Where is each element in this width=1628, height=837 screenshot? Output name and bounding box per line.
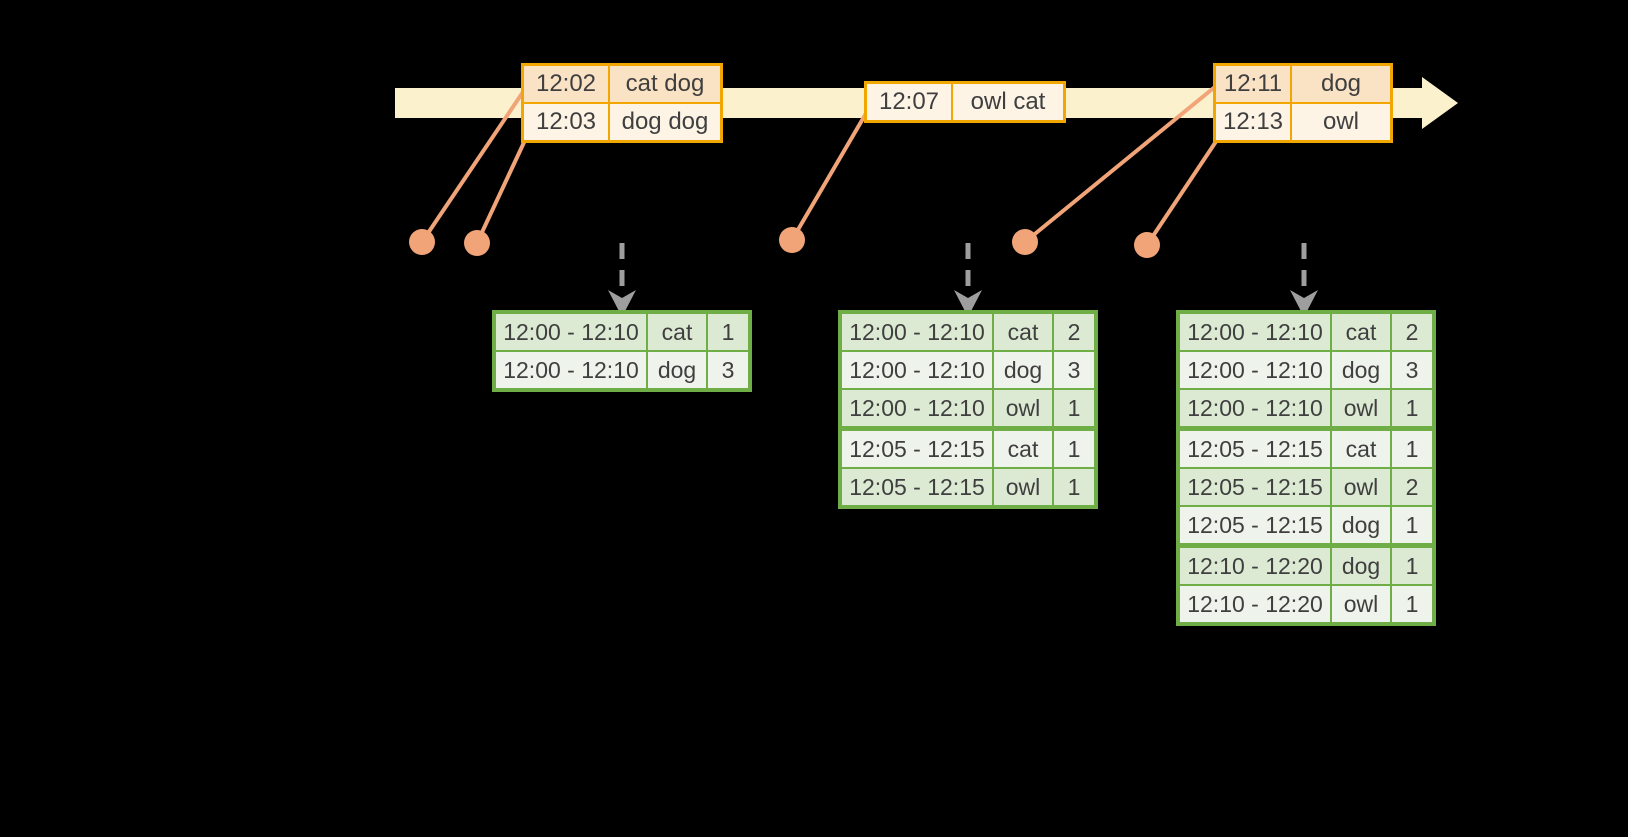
event-box-1: 12:02 cat dog 12:03 dog dog — [521, 63, 723, 143]
count-cell: 1 — [1392, 431, 1432, 467]
window-cell: 12:00 - 12:10 — [842, 390, 992, 426]
event-words: cat dog — [610, 66, 720, 102]
word-cell: dog — [994, 352, 1052, 388]
event-time: 12:07 — [867, 84, 951, 120]
count-cell: 1 — [1392, 548, 1432, 584]
count-cell: 2 — [1392, 469, 1432, 505]
word-cell: owl — [994, 469, 1052, 505]
connector-line — [1023, 84, 1218, 244]
window-cell: 12:00 - 12:10 — [842, 352, 992, 388]
word-cell: owl — [1332, 469, 1390, 505]
table-row: 12:05 - 12:15 cat 1 — [842, 431, 1094, 467]
count-cell: 2 — [1054, 314, 1094, 350]
connector-line — [790, 108, 870, 242]
event-time: 12:11 — [1216, 66, 1290, 102]
count-cell: 1 — [1054, 431, 1094, 467]
event-words: dog dog — [610, 104, 720, 140]
event-dot — [1012, 229, 1038, 255]
count-cell: 2 — [1392, 314, 1432, 350]
window-cell: 12:00 - 12:10 — [1180, 314, 1330, 350]
word-cell: dog — [648, 352, 706, 388]
word-cell: dog — [1332, 507, 1390, 543]
table-row: 12:05 - 12:15 owl 1 — [842, 469, 1094, 505]
table-row: 12:00 - 12:10 dog 3 — [842, 352, 1094, 388]
table-row: 12:00 - 12:10 dog 3 — [496, 352, 748, 388]
count-cell: 3 — [1054, 352, 1094, 388]
event-dot — [1134, 232, 1160, 258]
table-row: 12:00 - 12:10 dog 3 — [1180, 352, 1432, 388]
window-cell: 12:00 - 12:10 — [496, 314, 646, 350]
word-cell: cat — [994, 314, 1052, 350]
connector-line — [420, 90, 525, 244]
count-cell: 1 — [1392, 390, 1432, 426]
word-cell: cat — [1332, 431, 1390, 467]
window-cell: 12:00 - 12:10 — [842, 314, 992, 350]
count-cell: 3 — [708, 352, 748, 388]
table-row: 12:10 - 12:20 owl 1 — [1180, 586, 1432, 622]
table-row: 12:05 - 12:15 cat 1 — [1180, 431, 1432, 467]
word-cell: dog — [1332, 352, 1390, 388]
window-cell: 12:10 - 12:20 — [1180, 548, 1330, 584]
event-words: owl cat — [953, 84, 1063, 120]
event-words: owl — [1292, 104, 1390, 140]
count-cell: 1 — [708, 314, 748, 350]
word-cell: owl — [1332, 586, 1390, 622]
dashed-down-arrow-icon — [954, 243, 982, 317]
table-row: 12:00 - 12:10 owl 1 — [1180, 390, 1432, 426]
window-cell: 12:05 - 12:15 — [1180, 431, 1330, 467]
word-cell: cat — [994, 431, 1052, 467]
table-row: 12:00 - 12:10 cat 1 — [496, 314, 748, 350]
window-cell: 12:00 - 12:10 — [1180, 390, 1330, 426]
table-row: 12:00 - 12:10 cat 2 — [1180, 314, 1432, 350]
result-table-1: 12:00 - 12:10 cat 1 12:00 - 12:10 dog 3 — [492, 310, 752, 392]
word-cell: owl — [1332, 390, 1390, 426]
window-cell: 12:10 - 12:20 — [1180, 586, 1330, 622]
word-cell: owl — [994, 390, 1052, 426]
window-cell: 12:00 - 12:10 — [496, 352, 646, 388]
window-cell: 12:00 - 12:10 — [1180, 352, 1330, 388]
event-words: dog — [1292, 66, 1390, 102]
event-time: 12:13 — [1216, 104, 1290, 140]
table-row: 12:05 - 12:15 dog 1 — [1180, 507, 1432, 543]
event-dot — [409, 229, 435, 255]
table-row: 12:00 - 12:10 owl 1 — [842, 390, 1094, 426]
count-cell: 1 — [1392, 507, 1432, 543]
event-box-3: 12:11 dog 12:13 owl — [1213, 63, 1393, 143]
dashed-down-arrow-icon — [1290, 243, 1318, 317]
word-cell: cat — [648, 314, 706, 350]
count-cell: 1 — [1392, 586, 1432, 622]
event-time: 12:02 — [524, 66, 608, 102]
count-cell: 3 — [1392, 352, 1432, 388]
window-cell: 12:05 - 12:15 — [1180, 469, 1330, 505]
connector-line — [1145, 132, 1223, 247]
event-dot — [779, 227, 805, 253]
table-row: 12:00 - 12:10 cat 2 — [842, 314, 1094, 350]
connector-line — [475, 135, 529, 244]
word-cell: dog — [1332, 548, 1390, 584]
table-row: 12:10 - 12:20 dog 1 — [1180, 548, 1432, 584]
word-cell: cat — [1332, 314, 1390, 350]
count-cell: 1 — [1054, 390, 1094, 426]
dashed-down-arrow-icon — [608, 243, 636, 317]
result-table-2: 12:00 - 12:10 cat 2 12:00 - 12:10 dog 3 … — [838, 310, 1098, 509]
event-time: 12:03 — [524, 104, 608, 140]
window-cell: 12:05 - 12:15 — [842, 469, 992, 505]
count-cell: 1 — [1054, 469, 1094, 505]
event-dot — [464, 230, 490, 256]
table-row: 12:05 - 12:15 owl 2 — [1180, 469, 1432, 505]
window-cell: 12:05 - 12:15 — [842, 431, 992, 467]
event-box-2: 12:07 owl cat — [864, 81, 1066, 123]
result-table-3: 12:00 - 12:10 cat 2 12:00 - 12:10 dog 3 … — [1176, 310, 1436, 626]
window-cell: 12:05 - 12:15 — [1180, 507, 1330, 543]
